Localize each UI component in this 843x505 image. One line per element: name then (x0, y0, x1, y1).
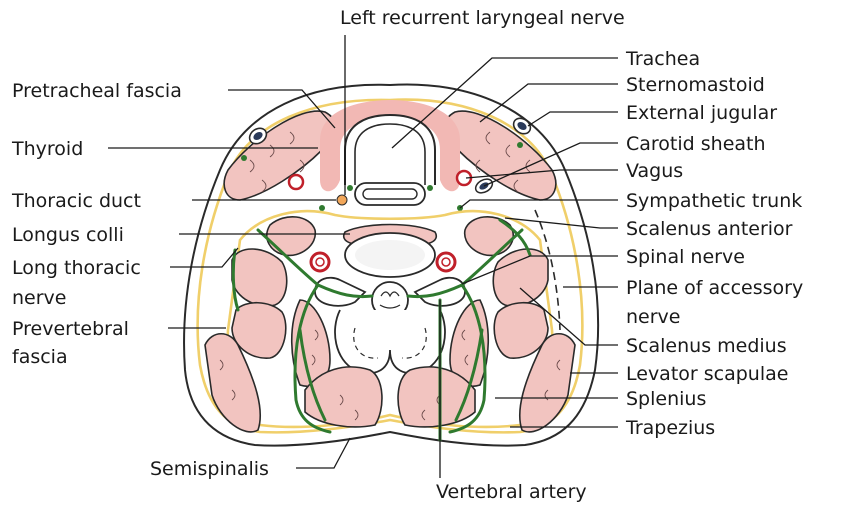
label-left-recurrent-laryngeal-nerve: Left recurrent laryngeal nerve (340, 7, 625, 29)
label-scalenus-anterior: Scalenus anterior (626, 218, 793, 240)
label-long-thoracic-nerve-line1: Long thoracic (12, 257, 141, 279)
label-external-jugular: External jugular (626, 102, 777, 124)
label-sternomastoid: Sternomastoid (626, 74, 765, 96)
label-plane-of-accessory-nerve-line1: Plane of accessory (626, 277, 803, 299)
label-vagus: Vagus (626, 160, 683, 182)
label-trachea: Trachea (625, 48, 700, 70)
label-scalenus-medius: Scalenus medius (626, 335, 787, 357)
label-carotid-sheath: Carotid sheath (626, 133, 766, 155)
label-pretracheal-fascia: Pretracheal fascia (12, 80, 182, 102)
label-plane-of-accessory-nerve-line2: nerve (626, 306, 680, 328)
label-spinal-nerve: Spinal nerve (626, 246, 745, 268)
label-semispinalis: Semispinalis (150, 458, 269, 480)
label-splenius: Splenius (626, 388, 706, 410)
label-sympathetic-trunk: Sympathetic trunk (626, 190, 802, 212)
label-vertebral-artery: Vertebral artery (436, 481, 587, 503)
label-prevertebral-fascia-line2: fascia (12, 346, 68, 368)
neck-anatomy (184, 84, 598, 445)
label-trapezius: Trapezius (625, 417, 715, 439)
trachea-shape (345, 115, 435, 185)
label-long-thoracic-nerve-line2: nerve (12, 287, 66, 309)
label-longus-colli: Longus colli (12, 224, 124, 246)
label-thyroid: Thyroid (11, 138, 83, 160)
thoracic-duct-dot (337, 195, 347, 205)
oesophagus (355, 183, 425, 205)
label-levator-scapulae: Levator scapulae (626, 363, 788, 385)
label-thoracic-duct: Thoracic duct (11, 190, 141, 212)
label-prevertebral-fascia-line1: Prevertebral (12, 318, 129, 340)
